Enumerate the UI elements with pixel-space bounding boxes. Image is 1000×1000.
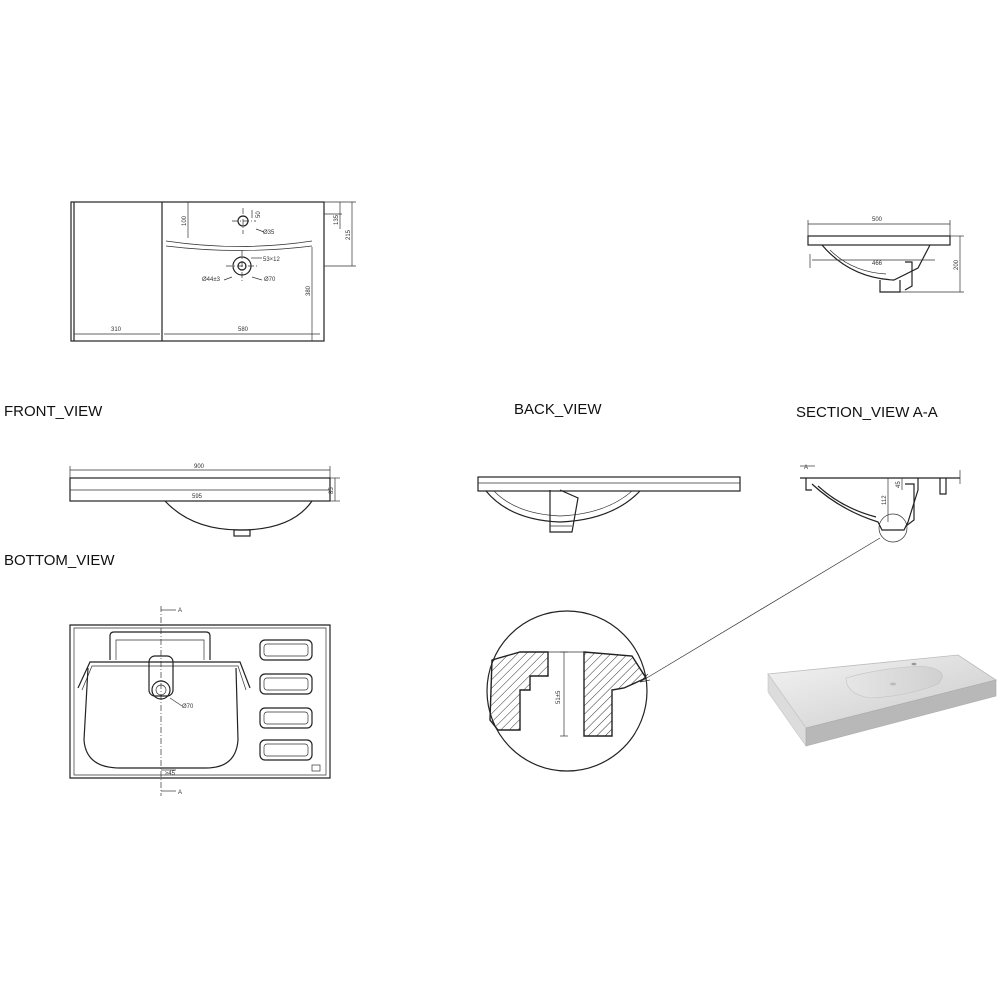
dim-section-depth: 112 xyxy=(882,495,888,505)
dim-hole-offset-y: 100 xyxy=(182,215,188,226)
dim-drain-dia-b: Ø70 xyxy=(264,277,276,283)
dim-detail-size: 51±5 xyxy=(556,690,562,704)
dim-left-width: 310 xyxy=(111,327,122,333)
dim-right-b: 215 xyxy=(346,229,352,240)
dim-front-inner: 595 xyxy=(192,494,203,500)
side-view: 500 466 200 xyxy=(807,217,964,293)
dim-section-small: 45 xyxy=(896,481,902,488)
dim-overflow: 53×12 xyxy=(263,257,281,263)
back-view-title: BACK_VIEW xyxy=(514,401,602,418)
bottom-section-marker-top: A xyxy=(178,608,182,614)
dim-front-width: 900 xyxy=(194,464,205,470)
front-view: 900 595 85 xyxy=(69,464,340,537)
basin-3d-render xyxy=(767,654,997,747)
dim-height: 380 xyxy=(306,285,312,296)
dim-hole-dia: Ø35 xyxy=(263,230,275,236)
detail-leader xyxy=(639,537,881,683)
bottom-view: A A Ø70 ≥45 xyxy=(69,606,331,796)
bottom-section-marker-bottom: A xyxy=(178,790,182,796)
dim-right-a: 135 xyxy=(334,214,340,225)
section-view: A 112 45 xyxy=(639,465,961,683)
detail-view: 51±5 xyxy=(486,610,648,772)
dim-front-height: 85 xyxy=(329,487,335,494)
dim-side-inner: 466 xyxy=(872,261,883,267)
dim-side-width: 500 xyxy=(872,217,883,223)
dim-side-height: 200 xyxy=(954,259,960,270)
detail-circle xyxy=(878,513,908,543)
back-view xyxy=(477,476,741,533)
dim-right-width: 580 xyxy=(238,327,249,333)
dim-drain-dia-a: Ø44±3 xyxy=(202,277,221,283)
dim-bottom-drain: Ø70 xyxy=(182,704,194,710)
section-marker: A xyxy=(804,465,808,471)
dim-hole-offset-x: 50 xyxy=(256,211,262,218)
bottom-view-title: BOTTOM_VIEW xyxy=(4,552,115,569)
front-view-title: FRONT_VIEW xyxy=(4,403,103,420)
section-view-title: SECTION_VIEW A-A xyxy=(796,404,938,421)
dim-bottom-drain-small: ≥45 xyxy=(165,771,176,777)
bottom-drain xyxy=(151,680,171,700)
top-plan-view: 310 580 100 50 Ø35 53×12 Ø44±3 Ø70 135 2… xyxy=(70,201,356,342)
